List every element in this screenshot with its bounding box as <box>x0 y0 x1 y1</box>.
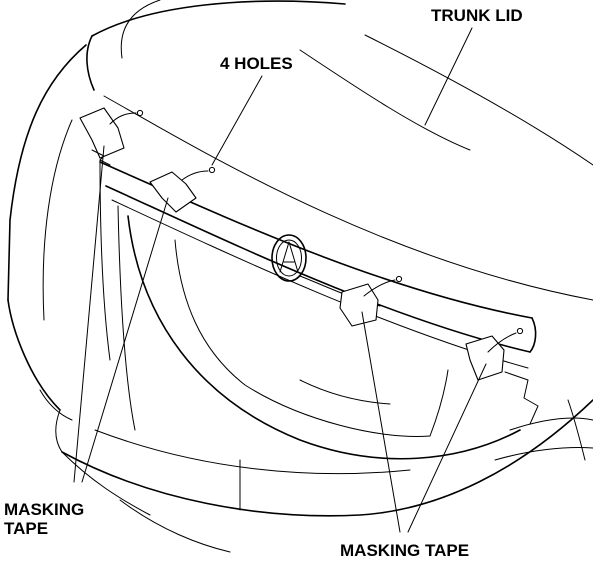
arrow-tape-3 <box>363 279 396 297</box>
right-bumper-edge <box>494 447 593 461</box>
rear-bumper <box>61 399 593 553</box>
lid-surface-arc <box>364 34 593 166</box>
bumper-lower-curve <box>119 499 231 553</box>
masking-tape-1 <box>79 107 125 159</box>
masking-tape-left-line2: TAPE <box>4 519 49 538</box>
emblem-outer-ring <box>271 234 307 282</box>
trunk-lid-label: TRUNK LID <box>431 6 523 25</box>
trunk-lid-body <box>86 0 593 301</box>
left-rear-quarter <box>7 44 151 516</box>
garnish-right-end <box>529 317 537 353</box>
emblem-letter <box>279 241 299 273</box>
fender-lower-curve <box>7 299 61 411</box>
plate-recess-outline <box>174 239 431 437</box>
hole-4 <box>516 327 524 335</box>
fender-outline <box>7 44 87 301</box>
recess-left-edge <box>117 205 136 431</box>
hole-2 <box>208 166 216 174</box>
masking-tape-3 <box>339 283 379 327</box>
arrow-tape-4 <box>487 332 517 353</box>
arrow-tape-2 <box>181 170 209 181</box>
right-taillamp-edge <box>509 417 593 431</box>
bumper-upper-crease <box>94 429 411 475</box>
leader-tape-right-1 <box>361 311 401 533</box>
quarter-panel-edge <box>99 159 111 361</box>
leader-tape-right-2 <box>407 363 487 533</box>
masking-tape-left-label: MASKING TAPE <box>4 500 84 538</box>
hole-3 <box>395 275 403 283</box>
arrow-tape-1 <box>109 112 137 125</box>
lid-crease-line <box>103 95 593 301</box>
leader-trunk-lid <box>424 27 473 126</box>
right-quarter-line <box>567 399 586 461</box>
lid-top-edge <box>91 0 346 37</box>
lid-bottom-edge <box>127 215 521 460</box>
emblem-inner-ring <box>276 239 302 277</box>
masking-tape-4 <box>465 335 505 381</box>
emblem <box>271 234 307 282</box>
lid-left-corner <box>86 35 95 91</box>
garnish-mid-edge <box>105 185 531 353</box>
leader-tape-left-2 <box>81 197 169 483</box>
masking-tape-right-label: MASKING TAPE <box>340 541 470 560</box>
masking-tape-pieces <box>79 107 539 425</box>
hole-1 <box>136 109 144 117</box>
holes-label: 4 HOLES <box>220 54 293 73</box>
bumper-top-line <box>61 399 593 517</box>
plate-recess-right <box>429 369 449 437</box>
license-recess <box>117 205 521 460</box>
bumper-notch <box>39 389 73 421</box>
lid-surface-highlight <box>299 49 471 151</box>
mounting-holes <box>136 109 524 335</box>
leader-holes <box>211 75 263 166</box>
lid-inner-top-edge <box>120 0 161 59</box>
bumper-corner <box>55 409 151 516</box>
plate-lamp-line <box>299 379 391 405</box>
tape-4-tail <box>504 371 539 425</box>
leader-lines <box>73 27 487 533</box>
tape-1-tail <box>91 149 111 166</box>
leader-tape-left-1 <box>73 145 105 483</box>
placement-arrows <box>109 112 517 353</box>
masking-tape-left-line1: MASKING <box>4 500 85 519</box>
masking-tape-2 <box>149 171 197 213</box>
fender-inner-line <box>42 119 73 321</box>
